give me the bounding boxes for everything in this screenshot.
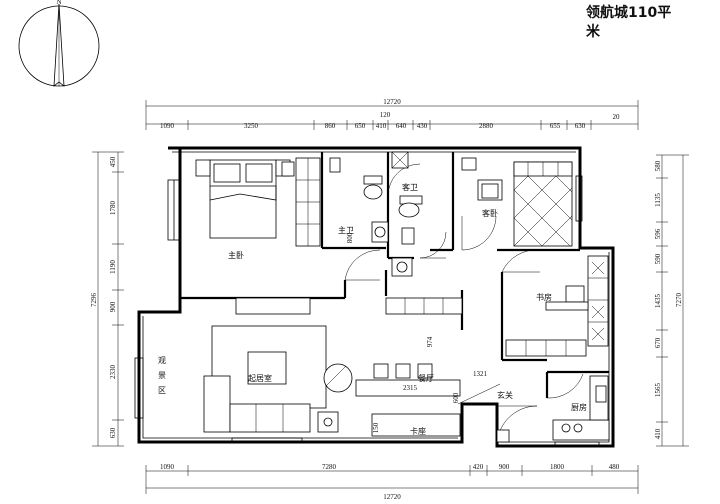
guest-toilet-icon (398, 195, 423, 218)
label-study: 书房 (536, 292, 552, 302)
windows (134, 175, 600, 448)
dim-left-5: 2330 (109, 365, 117, 380)
dim-interior-5: 600 (452, 392, 460, 403)
dim-interior-1: 800 (346, 232, 354, 243)
dim-top-10: 630 (575, 122, 586, 130)
dim-interior-6: 150 (372, 422, 380, 433)
label-master-bath: 主卫 (338, 225, 354, 235)
label-guest-bedroom: 客卧 (482, 208, 498, 218)
dim-right-total: 7270 (675, 293, 683, 308)
dim-right-3: 596 (654, 228, 662, 239)
dim-interior-3: 2315 (403, 384, 418, 392)
dim-top-1: 1090 (160, 122, 175, 130)
armchair-icon (477, 179, 503, 201)
dim-bottom-1: 1090 (160, 463, 175, 471)
toilet-icon (363, 175, 383, 200)
study-desk-icon (545, 301, 589, 311)
label-living-room: 起居室 (248, 373, 272, 383)
dim-bottom-6: 480 (609, 463, 620, 471)
sofa-icon (203, 375, 311, 433)
kitchen-counter-icon (552, 375, 610, 441)
dim-top-4: 650 (355, 122, 366, 130)
dim-top-8: 2880 (479, 122, 494, 130)
label-viewing-area-1: 观 (158, 356, 166, 365)
furniture (195, 151, 610, 443)
shoe-cabinet-icon (496, 429, 510, 443)
dimension-labels: 12720 120 1090 3250 860 650 410 640 430 … (90, 98, 683, 501)
dim-top-11: 20 (613, 113, 621, 121)
dim-right-1: 580 (654, 160, 662, 171)
dim-top-total: 12720 (383, 98, 401, 106)
dim-right-2: 1135 (654, 193, 662, 207)
dim-left-4: 900 (109, 301, 117, 312)
dim-right-4: 590 (654, 253, 662, 264)
label-entrance: 玄关 (497, 390, 513, 400)
bench-seat-icon (371, 413, 461, 437)
towel-rack-icon (329, 157, 341, 173)
dim-top-small: 120 (380, 111, 391, 119)
dim-interior-4: 1321 (473, 370, 488, 378)
dim-bottom-total: 12720 (383, 493, 401, 501)
sink-icon (371, 221, 389, 243)
nightstand-icon (461, 157, 477, 171)
study-shelf-icon (587, 255, 609, 347)
wardrobe-icon (281, 157, 321, 247)
washer-icon (401, 227, 415, 245)
label-guest-bath: 客卫 (402, 182, 418, 192)
study-cabinet-icon (505, 339, 587, 357)
label-storage: 卡座 (410, 426, 426, 436)
dim-bottom-3: 420 (473, 463, 484, 471)
washbasin-icon (391, 257, 413, 277)
outer-walls (137, 146, 615, 448)
tv-cabinet-icon (235, 297, 311, 315)
dim-left-6: 630 (109, 427, 117, 438)
dim-top-3: 860 (325, 122, 336, 130)
room-labels: 主卧 主卫 客卫 客卧 书房 起居室 观 景 区 餐厅 玄关 厨房 卡座 (158, 182, 587, 436)
svg-text:N: N (56, 0, 61, 6)
dim-bottom-2: 7280 (322, 463, 337, 471)
study-chair-icon (565, 285, 585, 303)
plan-title-line-1: 领航城110平 (586, 5, 672, 21)
label-viewing-area-2: 景 (158, 371, 166, 380)
plan-title-line-2: 米 (586, 24, 600, 40)
dim-right-6: 670 (654, 337, 662, 348)
dim-bottom-5: 1800 (550, 463, 565, 471)
dim-top-5: 410 (376, 122, 387, 130)
rug-icon (211, 325, 327, 409)
dim-bottom-4: 900 (499, 463, 510, 471)
label-kitchen: 厨房 (571, 402, 587, 412)
dim-top-7: 430 (417, 122, 428, 130)
lounge-chair-icon (323, 363, 353, 393)
dim-right-5: 1435 (654, 294, 662, 309)
label-master-bedroom: 主卧 (228, 250, 244, 260)
interior-dimensions: 800 974 2315 1321 600 150 (346, 232, 488, 433)
parquet-bed-icon (513, 161, 573, 247)
dim-right-7: 1565 (654, 383, 662, 398)
dim-right-8: 410 (654, 428, 662, 439)
doors (344, 163, 584, 447)
dim-left-total: 7296 (90, 293, 98, 308)
dim-interior-2: 974 (426, 336, 434, 347)
dim-top-9: 655 (550, 122, 561, 130)
dimension-lines (92, 100, 689, 494)
corridor-cabinet-icon (385, 297, 463, 315)
dim-top-2: 3250 (244, 122, 259, 130)
dining-table-icon (355, 363, 461, 397)
north-arrow-icon: N (18, 0, 100, 87)
plan-title: 领航城110平 米 (586, 4, 671, 42)
dim-left-2: 1780 (109, 201, 117, 216)
dim-left-3: 1190 (109, 260, 117, 274)
double-bed-icon (195, 159, 291, 239)
dim-left-1: 450 (109, 156, 117, 167)
label-dining: 餐厅 (418, 374, 434, 383)
dim-top-6: 640 (396, 122, 407, 130)
label-viewing-area-3: 区 (158, 386, 166, 395)
